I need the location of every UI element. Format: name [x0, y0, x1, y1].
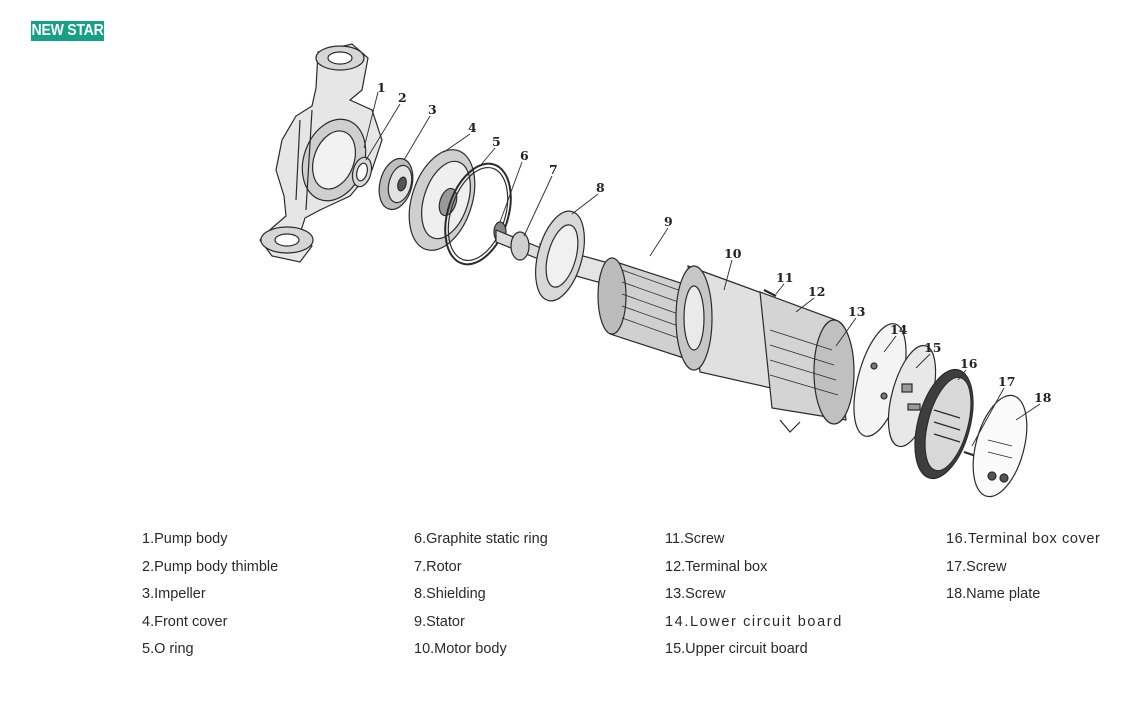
- legend-item: 8.Shielding: [414, 586, 486, 602]
- part-shielding: [535, 210, 585, 302]
- callout-16: 16: [960, 356, 978, 371]
- part-impeller: [378, 157, 414, 211]
- legend-item: 16.Terminal box cover: [946, 531, 1101, 547]
- callout-14: 14: [890, 322, 908, 337]
- callout-7: 7: [549, 162, 558, 177]
- legend-column-2: 6.Graphite static ring 7.Rotor 8.Shieldi…: [414, 528, 548, 666]
- callout-11: 11: [776, 270, 793, 285]
- legend-item: 14.Lower circuit board: [665, 613, 843, 630]
- callout-17: 17: [998, 374, 1015, 389]
- callout-18: 18: [1034, 390, 1052, 405]
- legend-item: 11.Screw: [665, 531, 725, 547]
- leader-lines: [363, 91, 1041, 447]
- legend-item: 1.Pump body: [142, 531, 228, 547]
- part-motor-body: [675, 265, 781, 391]
- legend-item: 12.Terminal box: [665, 558, 768, 575]
- callout-13: 13: [848, 304, 865, 319]
- legend-item: 13.Screw: [665, 586, 726, 602]
- callout-12: 12: [808, 284, 825, 299]
- legend-item: 4.Front cover: [142, 613, 228, 630]
- part-stator: [597, 257, 691, 361]
- callout-10: 10: [724, 246, 742, 261]
- legend-item: 7.Rotor: [414, 558, 462, 575]
- part-terminal-box: [759, 291, 855, 433]
- callout-3: 3: [428, 102, 437, 117]
- legend-item: 15.Upper circuit board: [665, 641, 808, 657]
- legend-column-1: 1.Pump body 2.Pump body thimble 3.Impell…: [142, 528, 278, 666]
- callout-9: 9: [664, 214, 673, 229]
- part-name-plate: [972, 394, 1028, 498]
- legend-item: 5.O ring: [142, 641, 194, 657]
- legend-item: 10.Motor body: [414, 641, 507, 657]
- part-front-cover: [408, 149, 476, 251]
- callout-numbers: 1 2 3 4 5 6 7 8 9 10 11 12 13 14 15 16 1…: [377, 80, 1052, 405]
- brand-logo: NEW STAR: [31, 21, 105, 41]
- callout-8: 8: [596, 180, 605, 195]
- callout-2: 2: [398, 90, 407, 105]
- callout-6: 6: [520, 148, 529, 163]
- legend-item: 6.Graphite static ring: [414, 531, 548, 547]
- legend-item: 18.Name plate: [946, 586, 1041, 602]
- legend-item: 3.Impeller: [142, 586, 206, 602]
- part-screw-11: [763, 289, 777, 297]
- parts-legend: 1.Pump body 2.Pump body thimble 3.Impell…: [0, 528, 1137, 678]
- part-terminal-box-cover: [914, 368, 974, 480]
- legend-column-3: 11.Screw 12.Terminal box 13.Screw 14.Low…: [665, 528, 843, 666]
- part-thimble: [351, 156, 373, 188]
- callout-5: 5: [492, 134, 501, 149]
- legend-item: 2.Pump body thimble: [142, 558, 279, 575]
- legend-item: 9.Stator: [414, 613, 465, 630]
- callout-4: 4: [468, 120, 477, 135]
- exploded-view-diagram: 1 2 3 4 5 6 7 8 9 10 11 12 13 14 15 16 1…: [259, 43, 1052, 498]
- part-pump-body: [259, 43, 383, 263]
- part-o-ring: [444, 162, 512, 266]
- legend-column-4: 16.Terminal box cover 17.Screw 18.Name p…: [946, 528, 1100, 611]
- callout-1: 1: [377, 80, 386, 95]
- legend-item: 17.Screw: [946, 558, 1007, 575]
- callout-15: 15: [924, 340, 941, 355]
